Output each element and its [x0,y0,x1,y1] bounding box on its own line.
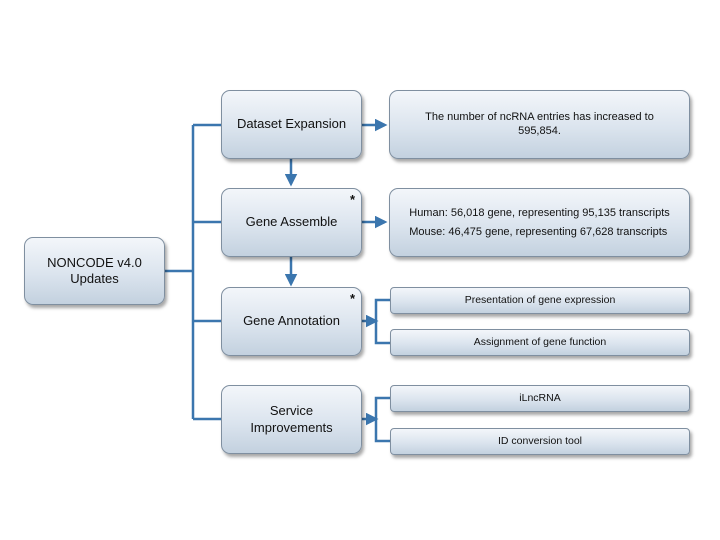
detail-human-stats: Human: 56,018 gene, representing 95,135 … [409,206,670,219]
detail-text: iLncRNA [519,391,561,404]
detail-ilncrna: iLncRNA [390,385,690,412]
detail-dataset-expansion: The number of ncRNA entries has increase… [389,90,690,159]
detail-gene-assemble: Human: 56,018 gene, representing 95,135 … [389,188,690,257]
branch-label: Gene Annotation [243,313,340,329]
detail-mouse-stats: Mouse: 46,475 gene, representing 67,628 … [409,225,668,238]
detail-text: ID conversion tool [497,434,583,447]
branch-service-improvements: Service Improvements [221,385,362,454]
bracket-annotation [374,298,390,345]
branch-label: Gene Assemble [245,214,338,230]
root-box: NONCODE v4.0 Updates [24,237,165,305]
detail-id-conversion: ID conversion tool [390,428,690,455]
detail-text: Assignment of gene function [473,335,607,348]
branch-gene-annotation: Gene Annotation * [221,287,362,356]
branch-gene-assemble: Gene Assemble * [221,188,362,257]
bracket-service [374,396,390,443]
branch-dataset-expansion: Dataset Expansion [221,90,362,159]
detail-text: The number of ncRNA entries has increase… [425,110,654,137]
detail-text: Presentation of gene expression [464,293,616,306]
branch-label: Dataset Expansion [236,116,347,132]
branch-label: Service Improvements [250,403,333,435]
root-label: NONCODE v4.0 Updates [47,254,142,286]
asterisk-marker: * [349,192,355,207]
detail-gene-expression: Presentation of gene expression [390,287,690,314]
detail-text-block: Human: 56,018 gene, representing 95,135 … [409,204,670,241]
detail-gene-function: Assignment of gene function [390,329,690,356]
asterisk-marker: * [349,291,355,306]
